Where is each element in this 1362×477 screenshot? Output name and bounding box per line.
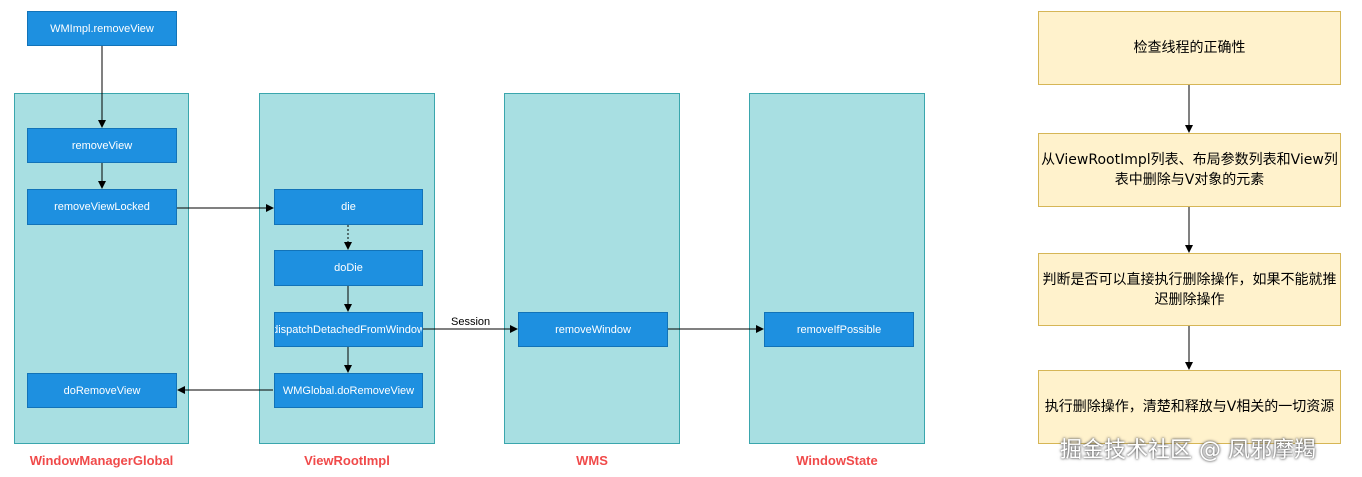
- lane-title-window-state: WindowState: [796, 453, 878, 468]
- node-remove-view[interactable]: removeView: [27, 128, 177, 163]
- step-perform-removal: 执行删除操作，清楚和释放与V相关的一切资源: [1038, 370, 1341, 444]
- node-remove-view-locked[interactable]: removeViewLocked: [27, 189, 177, 225]
- node-wmimpl-remove-view[interactable]: WMImpl.removeView: [27, 11, 177, 46]
- watermark-text: 掘金技术社区 @ 凤邪摩羯: [1060, 438, 1316, 463]
- lane-title-wms: WMS: [576, 453, 608, 468]
- lane-title-view-root-impl: ViewRootImpl: [304, 453, 390, 468]
- lane-title-window-manager-global: WindowManagerGlobal: [29, 453, 174, 468]
- lane-window-state: [749, 93, 925, 444]
- edge-label-session: Session: [451, 316, 491, 328]
- step-check-thread: 检查线程的正确性: [1038, 11, 1341, 85]
- node-do-die[interactable]: doDie: [274, 250, 423, 286]
- node-remove-window[interactable]: removeWindow: [518, 312, 668, 347]
- node-remove-if-possible[interactable]: removeIfPossible: [764, 312, 914, 347]
- node-wmglobal-do-remove-view[interactable]: WMGlobal.doRemoveView: [274, 373, 423, 408]
- node-dispatch-detached-from-window[interactable]: dispatchDetachedFromWindow: [274, 312, 423, 347]
- step-remove-from-lists: 从ViewRootImpl列表、布局参数列表和View列表中删除与V对象的元素: [1038, 133, 1341, 207]
- node-do-remove-view[interactable]: doRemoveView: [27, 373, 177, 408]
- lane-wms: [504, 93, 680, 444]
- step-judge-immediate-removal: 判断是否可以直接执行删除操作，如果不能就推迟删除操作: [1038, 253, 1341, 326]
- node-die[interactable]: die: [274, 189, 423, 225]
